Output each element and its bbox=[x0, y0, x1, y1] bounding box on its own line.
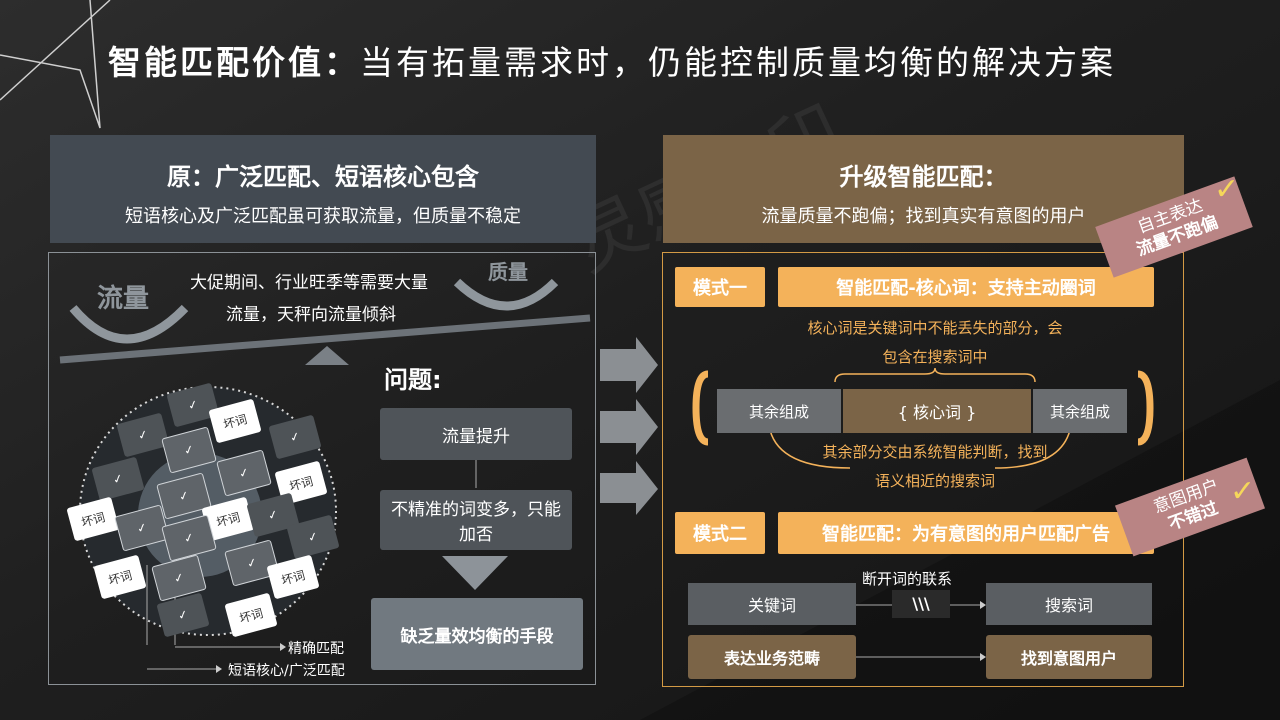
express-scope-box: 表达业务范畴 bbox=[688, 635, 856, 679]
mode1-note-1: 其余部分交由系统智能判断，找到 bbox=[822, 443, 1048, 461]
title-rest: 当有拓量需求时，仍能控制质量均衡的解决方案 bbox=[360, 43, 1116, 82]
mode1-desc-2: 包含在搜索词中 bbox=[882, 348, 988, 366]
legend-exact: 精确匹配 bbox=[288, 641, 344, 657]
core-word-brackets bbox=[692, 368, 1154, 469]
left-panel bbox=[48, 252, 596, 685]
scale-desc-1: 大促期间、行业旺季等需要大量 bbox=[190, 273, 428, 293]
page-title: 智能匹配价值：当有拓量需求时，仍能控制质量均衡的解决方案 bbox=[108, 36, 1116, 84]
mode1-title: 智能匹配-核心词：支持主动圈词 bbox=[778, 267, 1154, 307]
right-header-subtitle: 流量质量不跑偏；找到真实有意图的用户 bbox=[761, 206, 1086, 227]
core-word-cell: { 核心词 } bbox=[843, 389, 1031, 433]
scale-desc-2: 流量，天秤向流量倾斜 bbox=[226, 305, 396, 325]
mode1-note-2: 语义相近的搜索词 bbox=[874, 472, 995, 490]
mode2-label: 模式二 bbox=[675, 512, 765, 554]
conclusion-box: 缺乏量效均衡的手段 bbox=[371, 598, 583, 670]
break-label: 断开词的联系 bbox=[862, 570, 953, 588]
balance-scale bbox=[59, 278, 591, 365]
transition-arrows bbox=[600, 337, 658, 515]
left-header-title: 原：广泛匹配、短语核心包含 bbox=[167, 163, 479, 191]
down-arrow bbox=[442, 556, 508, 590]
keyword-box: 关键词 bbox=[688, 583, 856, 625]
check-icon-2: ✓ bbox=[1230, 474, 1256, 509]
flow-step-traffic: 流量提升 bbox=[380, 408, 572, 460]
left-header: 原：广泛匹配、短语核心包含 短语核心及广泛匹配虽可获取流量，但质量不稳定 bbox=[50, 135, 596, 243]
legend-phrase: 短语核心/广泛匹配 bbox=[228, 663, 345, 679]
left-header-subtitle: 短语核心及广泛匹配虽可获取流量，但质量不稳定 bbox=[125, 206, 521, 227]
problem-label: 问题: bbox=[384, 366, 442, 394]
right-header-title: 升级智能匹配： bbox=[839, 163, 1008, 191]
mode1-label: 模式一 bbox=[675, 267, 765, 307]
express-connector bbox=[856, 653, 986, 661]
check-icon-1: ✓ bbox=[1214, 172, 1240, 207]
break-connector bbox=[856, 601, 986, 609]
scale-right-label: 质量 bbox=[488, 260, 528, 284]
break-symbol: \\\ bbox=[892, 590, 950, 618]
legend-lines bbox=[147, 643, 286, 673]
flow-step-imprecise: 不精准的词变多，只能加否 bbox=[380, 490, 572, 550]
other-part-right: 其余组成 bbox=[1033, 389, 1127, 433]
search-word-box: 搜索词 bbox=[986, 583, 1152, 625]
flow-connector bbox=[475, 460, 477, 488]
other-part-left: 其余组成 bbox=[717, 389, 841, 433]
title-bold: 智能匹配价值： bbox=[108, 43, 360, 82]
scale-left-label: 流量 bbox=[97, 284, 150, 314]
mode2-title: 智能匹配：为有意图的用户匹配广告 bbox=[778, 512, 1154, 554]
find-user-box: 找到意图用户 bbox=[986, 635, 1152, 679]
mode1-desc-1: 核心词是关键词中不能丢失的部分，会 bbox=[807, 319, 1063, 337]
right-panel bbox=[662, 252, 1184, 687]
